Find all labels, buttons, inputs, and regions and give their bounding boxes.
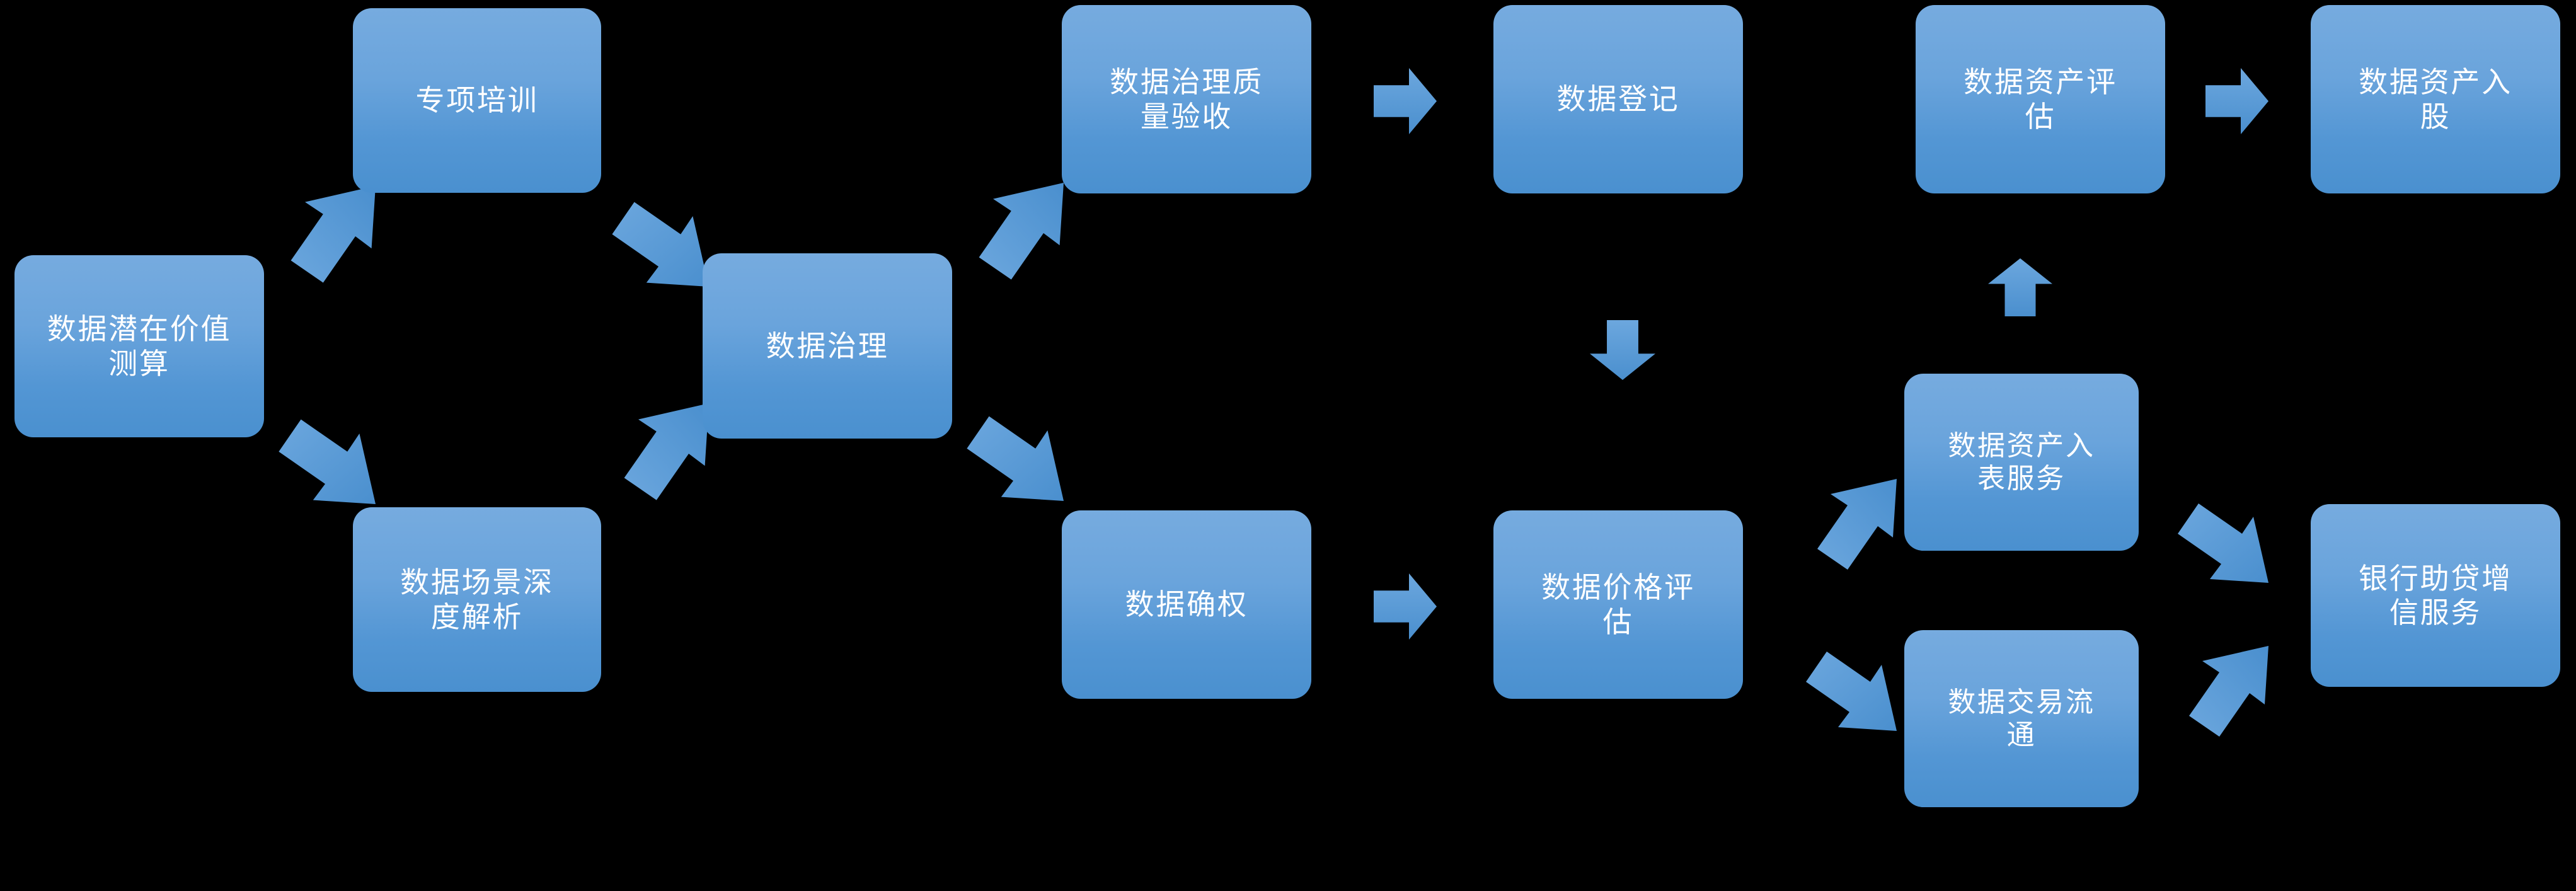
process-node-label: 数据场景深 度解析	[400, 566, 554, 633]
arrow-diag-up-right-icon	[1802, 479, 1897, 573]
process-node[interactable]: 专项培训	[353, 8, 601, 193]
process-node[interactable]: 数据治理质 量验收	[1062, 5, 1311, 193]
process-node-label: 数据交易流 通	[1948, 686, 2095, 750]
process-node-label: 数据登记	[1556, 83, 1680, 116]
arrow-diag-down-right-icon	[1802, 636, 1897, 731]
process-node-label: 数据价格评 估	[1541, 571, 1695, 638]
arrow-diag-up-right-icon	[2174, 646, 2268, 740]
process-node-label: 数据资产入 股	[2359, 66, 2512, 133]
process-node-label: 数据确权	[1125, 588, 1248, 621]
process-node[interactable]: 数据登记	[1493, 5, 1743, 193]
process-node[interactable]: 银行助贷增 信服务	[2311, 504, 2560, 687]
process-node[interactable]: 数据价格评 估	[1493, 510, 1743, 699]
arrow-up-icon	[1988, 258, 2052, 316]
arrow-diag-down-right-icon	[963, 400, 1064, 501]
arrow-down-icon	[1590, 320, 1655, 380]
process-node[interactable]: 数据交易流 通	[1904, 630, 2139, 807]
arrow-diag-down-right-icon	[608, 186, 709, 287]
arrow-diag-up-right-icon	[608, 403, 709, 504]
arrow-diag-up-right-icon	[275, 186, 376, 287]
process-node[interactable]: 数据资产入 股	[2311, 5, 2560, 193]
process-node-label: 专项培训	[415, 84, 539, 117]
arrow-right-icon	[2205, 68, 2268, 134]
process-node[interactable]: 数据治理	[703, 253, 952, 439]
arrow-diag-down-right-icon	[2174, 488, 2268, 583]
process-node-label: 数据治理	[766, 329, 889, 362]
process-node[interactable]: 数据资产入 表服务	[1904, 374, 2139, 551]
arrow-diag-up-right-icon	[963, 183, 1064, 284]
process-node-label: 数据治理质 量验收	[1110, 66, 1263, 133]
process-node[interactable]: 数据潜在价值 测算	[14, 255, 264, 437]
process-node[interactable]: 数据场景深 度解析	[353, 507, 601, 692]
process-node-label: 数据潜在价值 测算	[47, 313, 232, 380]
process-node[interactable]: 数据资产评 估	[1916, 5, 2165, 193]
arrow-right-icon	[1374, 573, 1437, 640]
process-node-label: 银行助贷增 信服务	[2359, 561, 2512, 629]
process-node-label: 数据资产入 表服务	[1948, 430, 2095, 494]
arrow-diag-down-right-icon	[275, 403, 376, 504]
arrow-right-icon	[1374, 68, 1437, 134]
process-node[interactable]: 数据确权	[1062, 510, 1311, 699]
process-node-label: 数据资产评 估	[1964, 66, 2117, 133]
